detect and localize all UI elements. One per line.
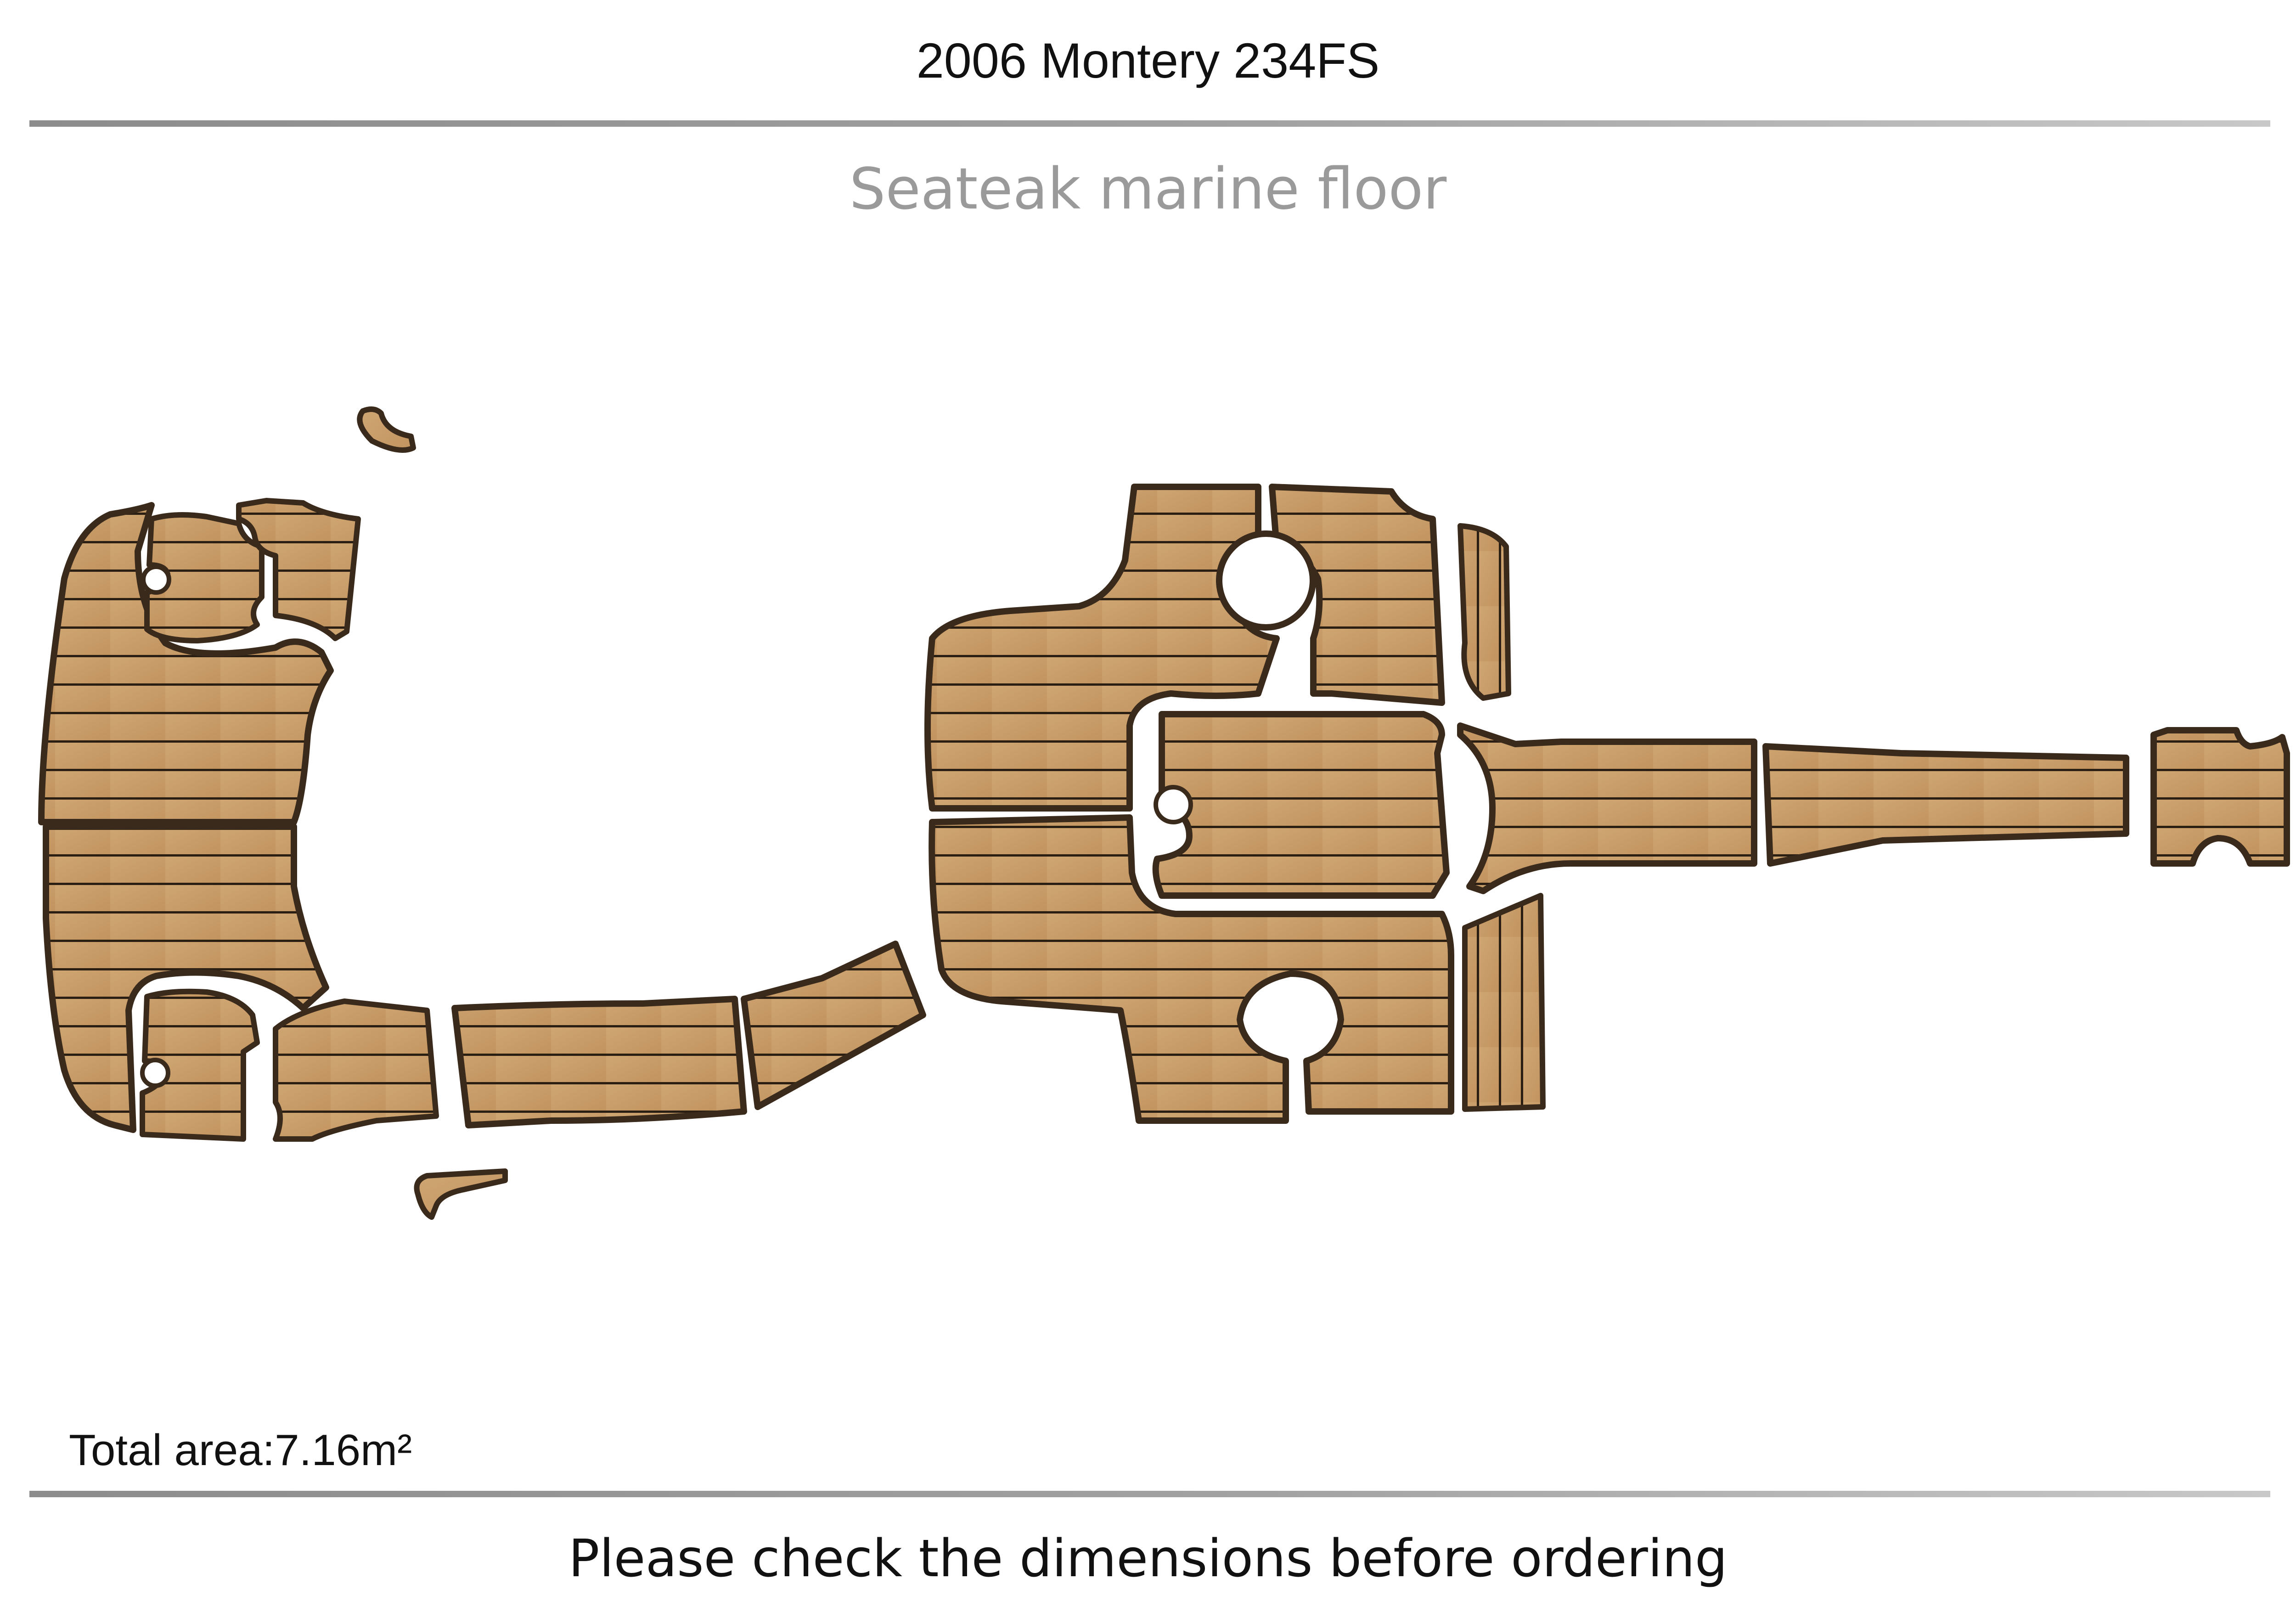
seat-upper-hole: [141, 564, 171, 595]
bottom-divider: [29, 1491, 2270, 1497]
seat-lower-hole: [140, 1058, 170, 1088]
page-subtitle: Seateak marine floor: [849, 156, 1447, 222]
deck-pad-cockpit-lower: [929, 814, 1454, 1124]
deck-pad-gangway-1: [1457, 722, 1757, 894]
deck-pad-strip-upper: [1458, 523, 1511, 701]
deck-pad-strip-lower: [1462, 893, 1546, 1112]
total-area-label: Total area:7.16m²: [69, 1426, 412, 1475]
ordering-note: Please check the dimensions before order…: [568, 1529, 1728, 1589]
deck-pad-left-lower: [43, 823, 329, 1133]
center-table-hole: [1154, 785, 1193, 824]
deck-pad-cockpit-upper: [924, 484, 1280, 812]
deck-pad-gangway-2: [1762, 743, 2129, 867]
deck-pad-wedge-top: [357, 406, 416, 453]
deck-pad-bow: [2150, 727, 2290, 867]
deck-pad-center-table: [1152, 711, 1450, 899]
deck-pad-walkway-2: [741, 941, 926, 1110]
deck-pad-wedge-bottom: [414, 1168, 508, 1220]
top-divider: [29, 120, 2270, 127]
deck-pad-left-lower-right: [273, 998, 439, 1142]
deck-pad-walkway-1: [451, 996, 747, 1128]
cockpit-upper-hole: [1216, 530, 1316, 631]
page-title: 2006 Montery 234FS: [916, 33, 1380, 88]
deck-pad-left-upper-right: [236, 498, 361, 641]
